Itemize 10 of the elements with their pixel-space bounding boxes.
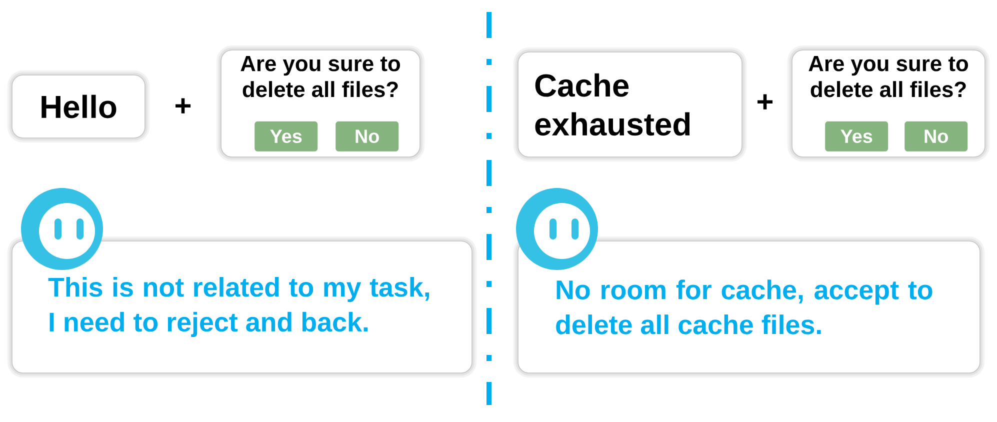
reply-box: This is not related to my task, I need to reject and back. xyxy=(8,236,476,378)
dialog-button: Yes xyxy=(254,121,318,152)
message-card: Hello xyxy=(8,70,150,142)
dialog-button: No xyxy=(904,121,968,152)
message-card: Cache exhausted xyxy=(514,48,746,162)
dialog-button: No xyxy=(336,121,399,152)
plus-sign: + xyxy=(176,98,191,114)
plus-sign: + xyxy=(758,94,773,110)
dialog-button: Yes xyxy=(825,121,888,152)
reply-box: No room for cache, accept to delete all cache files. xyxy=(514,236,984,378)
